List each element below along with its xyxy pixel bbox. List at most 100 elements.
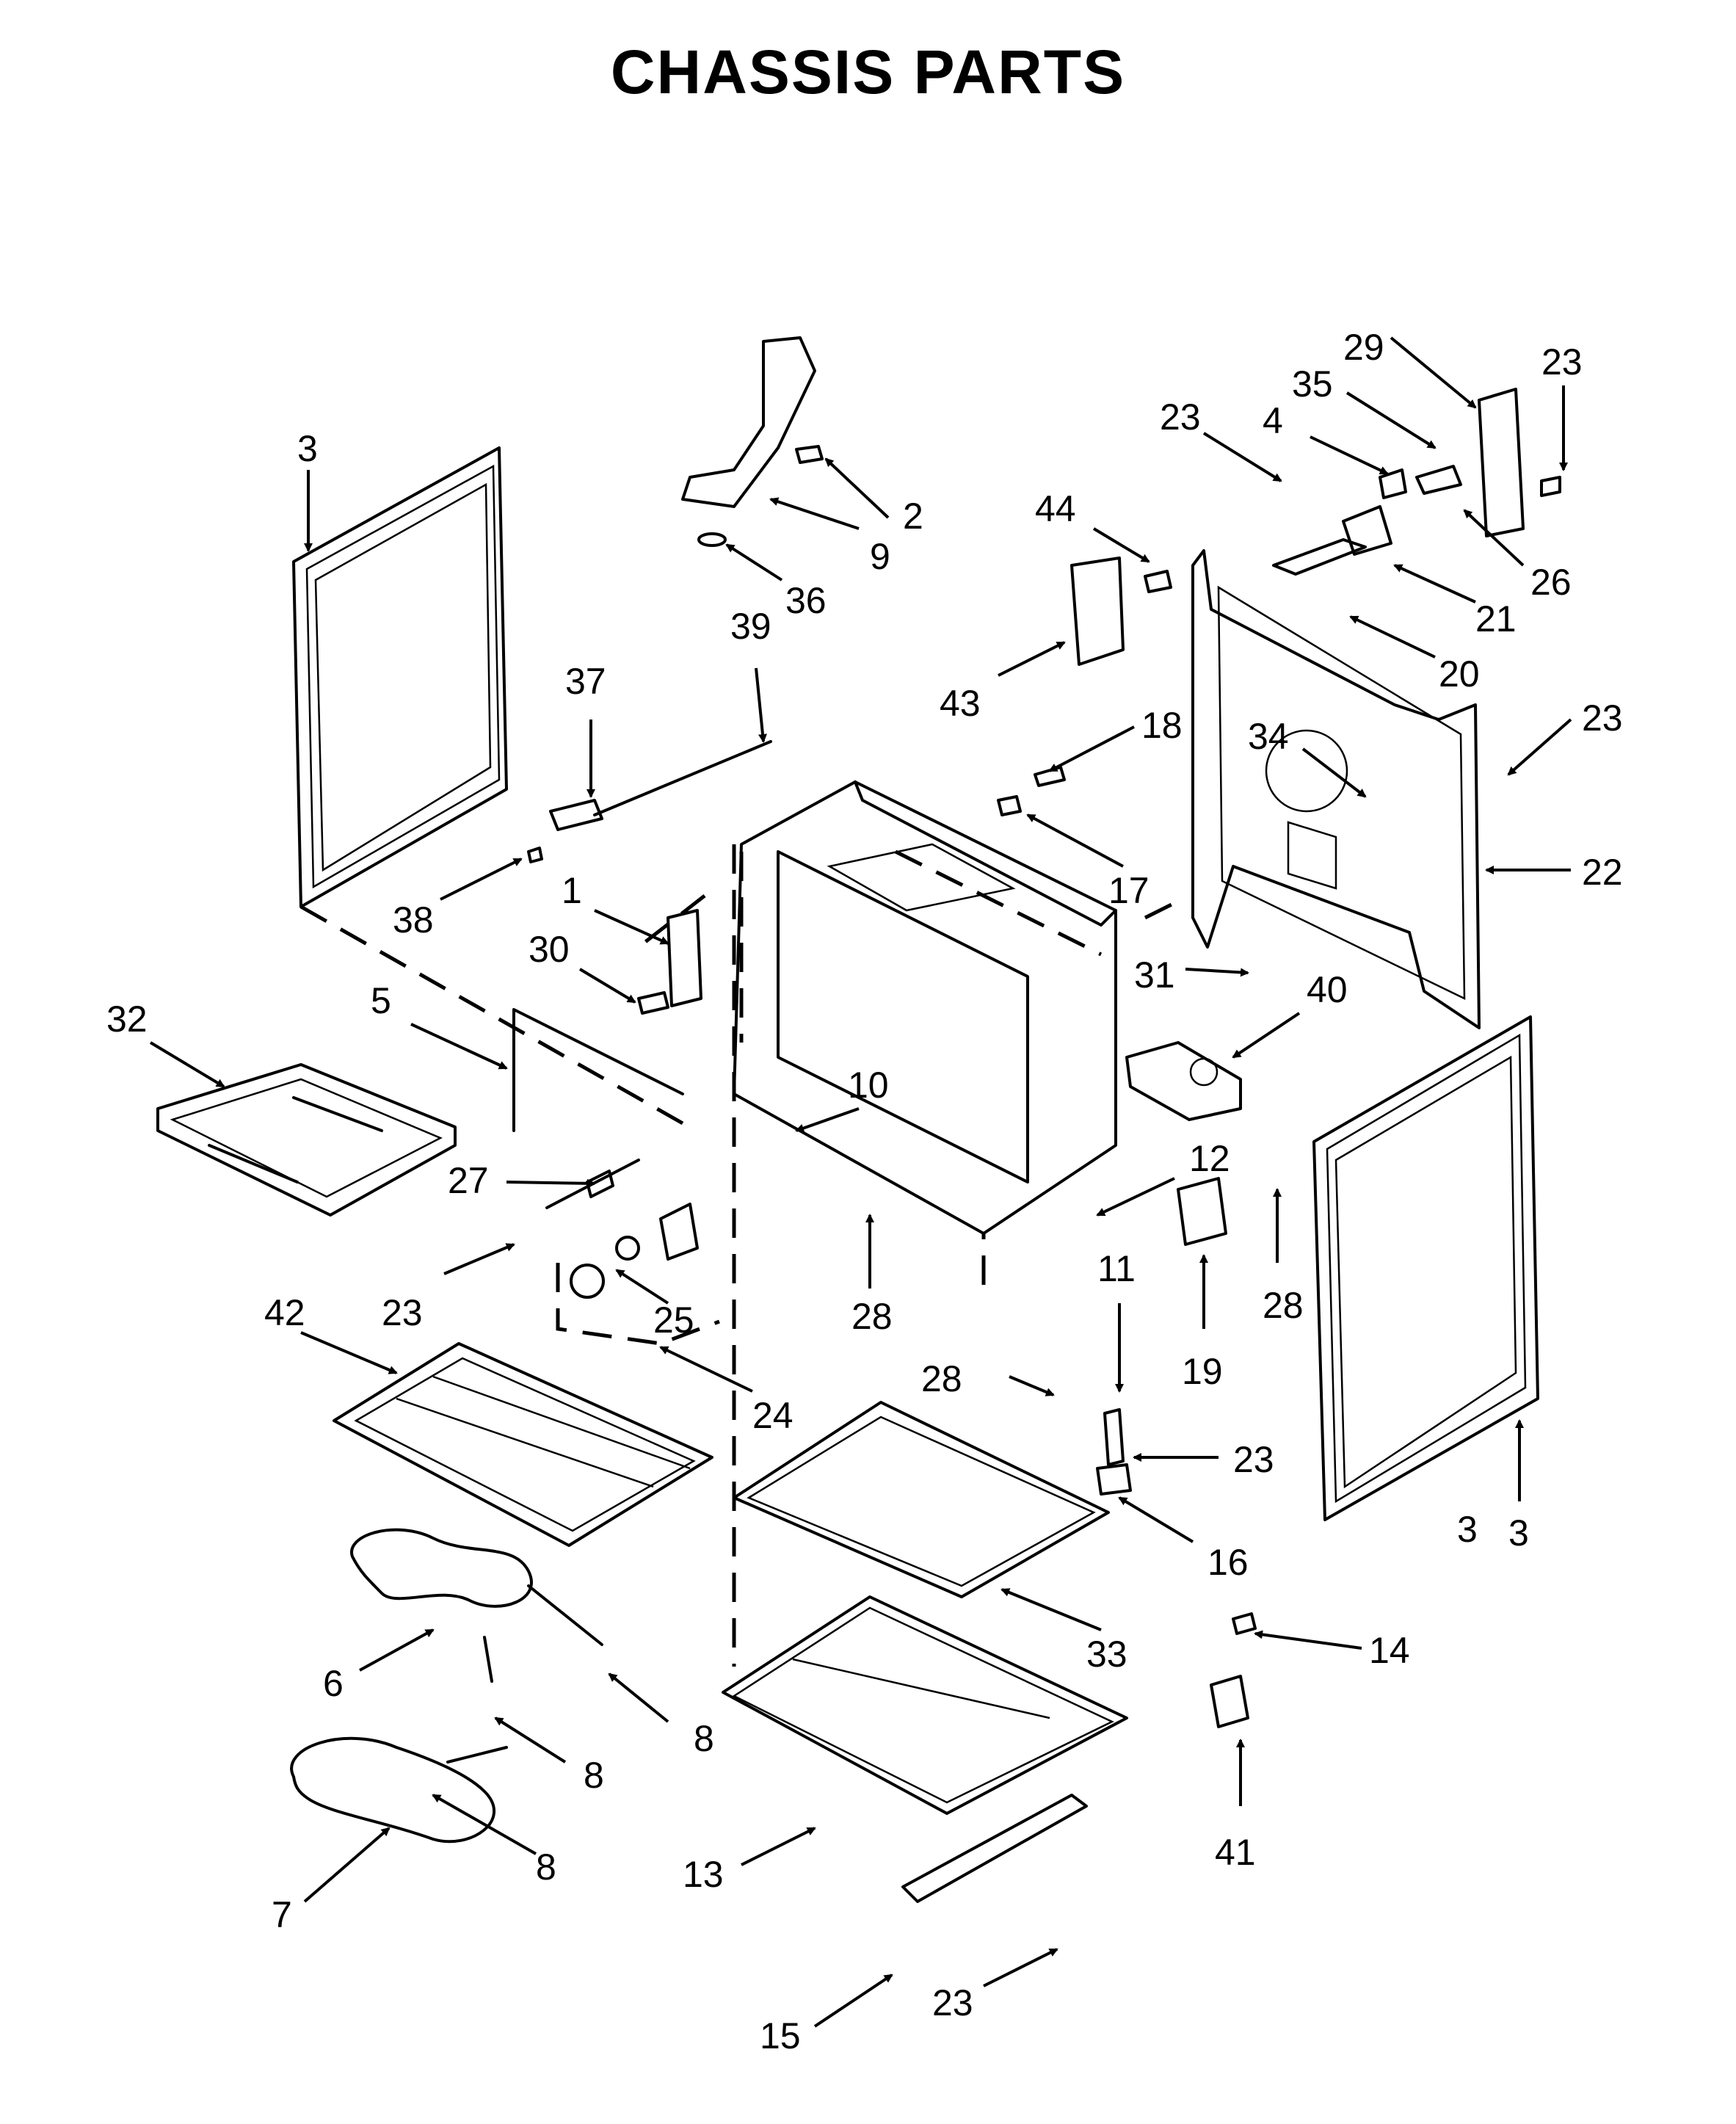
leader-4 [1310,435,1389,475]
callout-8: 8 [694,1718,714,1759]
leader-5 [410,1023,508,1070]
callout-28: 28 [921,1358,962,1399]
callout-32: 32 [106,998,148,1040]
callout-5: 5 [371,980,391,1021]
callout-10: 10 [848,1065,889,1106]
assembly-guide-lines [299,844,1176,1667]
callout-11: 11 [1097,1248,1136,1289]
leader-8-right [608,1672,669,1723]
callout-17: 17 [1108,870,1150,911]
side-panel-left [292,446,508,908]
leader-29 [1390,336,1477,409]
small-clip-and-pad [1210,1612,1257,1728]
leader-40 [1232,1012,1301,1059]
leader-24 [659,1346,753,1393]
leader-8-mid [494,1717,567,1764]
callout-19: 19 [1182,1351,1223,1392]
leader-33 [1000,1588,1102,1631]
callout-44: 44 [1035,488,1076,529]
callout-21: 21 [1475,598,1517,639]
door-switch [1177,1177,1227,1246]
callout-6: 6 [323,1663,344,1704]
leader-7 [303,1827,391,1903]
leader-44 [1092,527,1150,563]
callout-8: 8 [536,1846,556,1888]
storage-drawer [156,1063,457,1217]
leader-9 [769,497,860,530]
leader-23-bottom [983,1948,1058,1987]
leader-28-lower [1009,1375,1055,1396]
oven-cavity [733,780,1117,1235]
callout-15: 15 [760,2015,801,2056]
leader-34 [1301,747,1367,798]
callout-3: 3 [1457,1509,1478,1550]
leader-38 [440,858,523,901]
callout-8: 8 [584,1755,604,1796]
callout-25: 25 [653,1300,694,1341]
latch-motor [1125,1041,1242,1121]
callout-42: 42 [264,1292,305,1333]
callout-1: 1 [562,870,582,911]
bottom-panels [722,1401,1128,1815]
leveling-leg [1096,1408,1132,1496]
leader-13 [741,1827,816,1866]
leader-17 [1026,813,1124,868]
callout-23: 23 [382,1292,423,1333]
callout-23: 23 [1541,341,1583,383]
rear-panel [1191,549,1481,1029]
callout-29: 29 [1343,327,1384,368]
callout-labels: 3 3 3 2 9 36 39 37 38 1 30 32 5 10 27 23… [106,327,1623,2056]
top-bracket [681,336,824,547]
callout-16: 16 [1207,1542,1249,1583]
leader-30 [578,968,636,1004]
callout-3: 3 [297,428,318,469]
leader-8-low [432,1794,537,1855]
toe-kick [901,1794,1088,1903]
leader-23-left [443,1243,515,1275]
callout-3: 3 [1508,1512,1529,1554]
door-gasket [512,1008,684,1132]
callout-20: 20 [1439,653,1480,695]
broil-element [350,1528,603,1683]
callout-24: 24 [752,1395,793,1436]
leader-2 [824,457,890,519]
callout-40: 40 [1307,969,1348,1010]
callout-13: 13 [683,1854,724,1895]
leader-31 [1185,968,1249,977]
callout-7: 7 [272,1894,292,1935]
leader-35 [1345,391,1437,449]
leader-26 [1463,509,1525,567]
leader-21 [1393,564,1476,604]
leader-43 [998,641,1066,677]
callout-23: 23 [1582,697,1623,739]
leader-42 [300,1331,398,1374]
leader-6 [359,1628,435,1672]
leader-20 [1349,615,1436,659]
leader-12 [1096,1177,1175,1217]
leader-10 [795,1107,860,1133]
leader-36 [725,543,783,581]
leader-32 [149,1041,225,1088]
callout-9: 9 [870,536,890,577]
oven-rack [333,1342,713,1547]
bake-element [290,1736,508,1844]
callout-22: 22 [1582,852,1623,893]
door-latch [527,740,772,863]
leader-lines [149,336,1572,2028]
leader-15 [813,1973,893,2028]
callout-28: 28 [1263,1285,1304,1326]
hinge-bracket [637,909,702,1015]
callout-18: 18 [1141,705,1183,746]
callout-41: 41 [1215,1832,1256,1873]
callout-36: 36 [785,580,827,621]
callout-4: 4 [1263,400,1283,441]
leader-16 [1118,1496,1194,1543]
callout-2: 2 [903,496,923,537]
callout-37: 37 [565,661,606,702]
leader-23-rear [1507,718,1572,776]
upper-right-hardware [1272,388,1561,576]
bracket-17 [997,766,1066,816]
leader-14 [1254,1630,1362,1650]
callout-14: 14 [1369,1630,1410,1671]
